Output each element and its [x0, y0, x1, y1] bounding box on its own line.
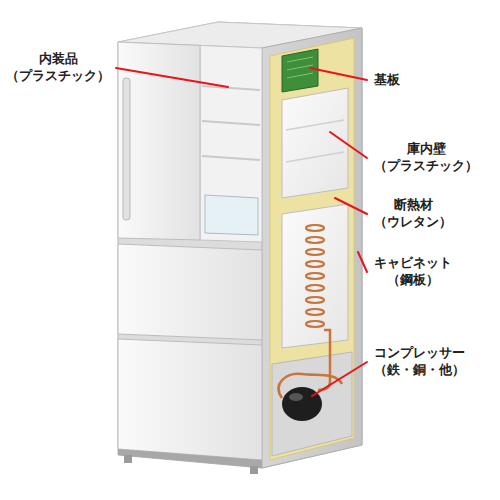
- leader-line: [330, 132, 367, 158]
- copper-coil: [306, 225, 324, 327]
- cabinet-body: [118, 22, 362, 468]
- inner-shelves: [286, 120, 344, 162]
- part-label: 断熱材 （ウレタン）: [372, 197, 454, 231]
- compressor: [282, 387, 322, 421]
- part-label: キャビネット （鋼板）: [372, 255, 454, 289]
- copper-pipe: [318, 330, 330, 390]
- part-label: 庫内壁 （プラスチック）: [372, 141, 480, 175]
- fridge-door: [118, 42, 200, 240]
- callout: コンプレッサー （鉄・銅・他）: [372, 345, 467, 379]
- inner-wall-lower: [282, 204, 348, 348]
- leader-line: [335, 198, 367, 214]
- foot: [250, 466, 258, 474]
- inner-wall-upper: [282, 88, 348, 198]
- leader-line: [116, 68, 228, 87]
- machine-compartment: [272, 352, 352, 456]
- part-label: 基板: [372, 72, 402, 89]
- glass-shelves: [202, 86, 260, 160]
- board-traces: [287, 57, 313, 78]
- foot: [124, 455, 132, 463]
- callout: キャビネット （鋼板）: [372, 255, 454, 289]
- circuit-board: [282, 49, 318, 92]
- plinth: [118, 449, 262, 468]
- part-label: 内装品 （プラスチック）: [4, 51, 112, 85]
- compressor-highlight: [289, 393, 303, 401]
- callout: 内装品 （プラスチック）: [4, 51, 112, 85]
- middle-drawer: [118, 244, 262, 340]
- leader-line: [310, 68, 367, 80]
- leader-line: [358, 252, 367, 272]
- leader-line: [312, 362, 367, 396]
- part-label: コンプレッサー （鉄・銅・他）: [372, 345, 467, 379]
- callout: 基板: [372, 72, 402, 89]
- callout: 庫内壁 （プラスチック）: [372, 141, 480, 175]
- cabinet-steel: [262, 28, 362, 468]
- bottom-drawer: [118, 339, 262, 460]
- front-interior: [200, 45, 262, 242]
- door-handle: [123, 78, 130, 220]
- callout: 断熱材 （ウレタン）: [372, 197, 454, 231]
- clear-case: [205, 195, 258, 235]
